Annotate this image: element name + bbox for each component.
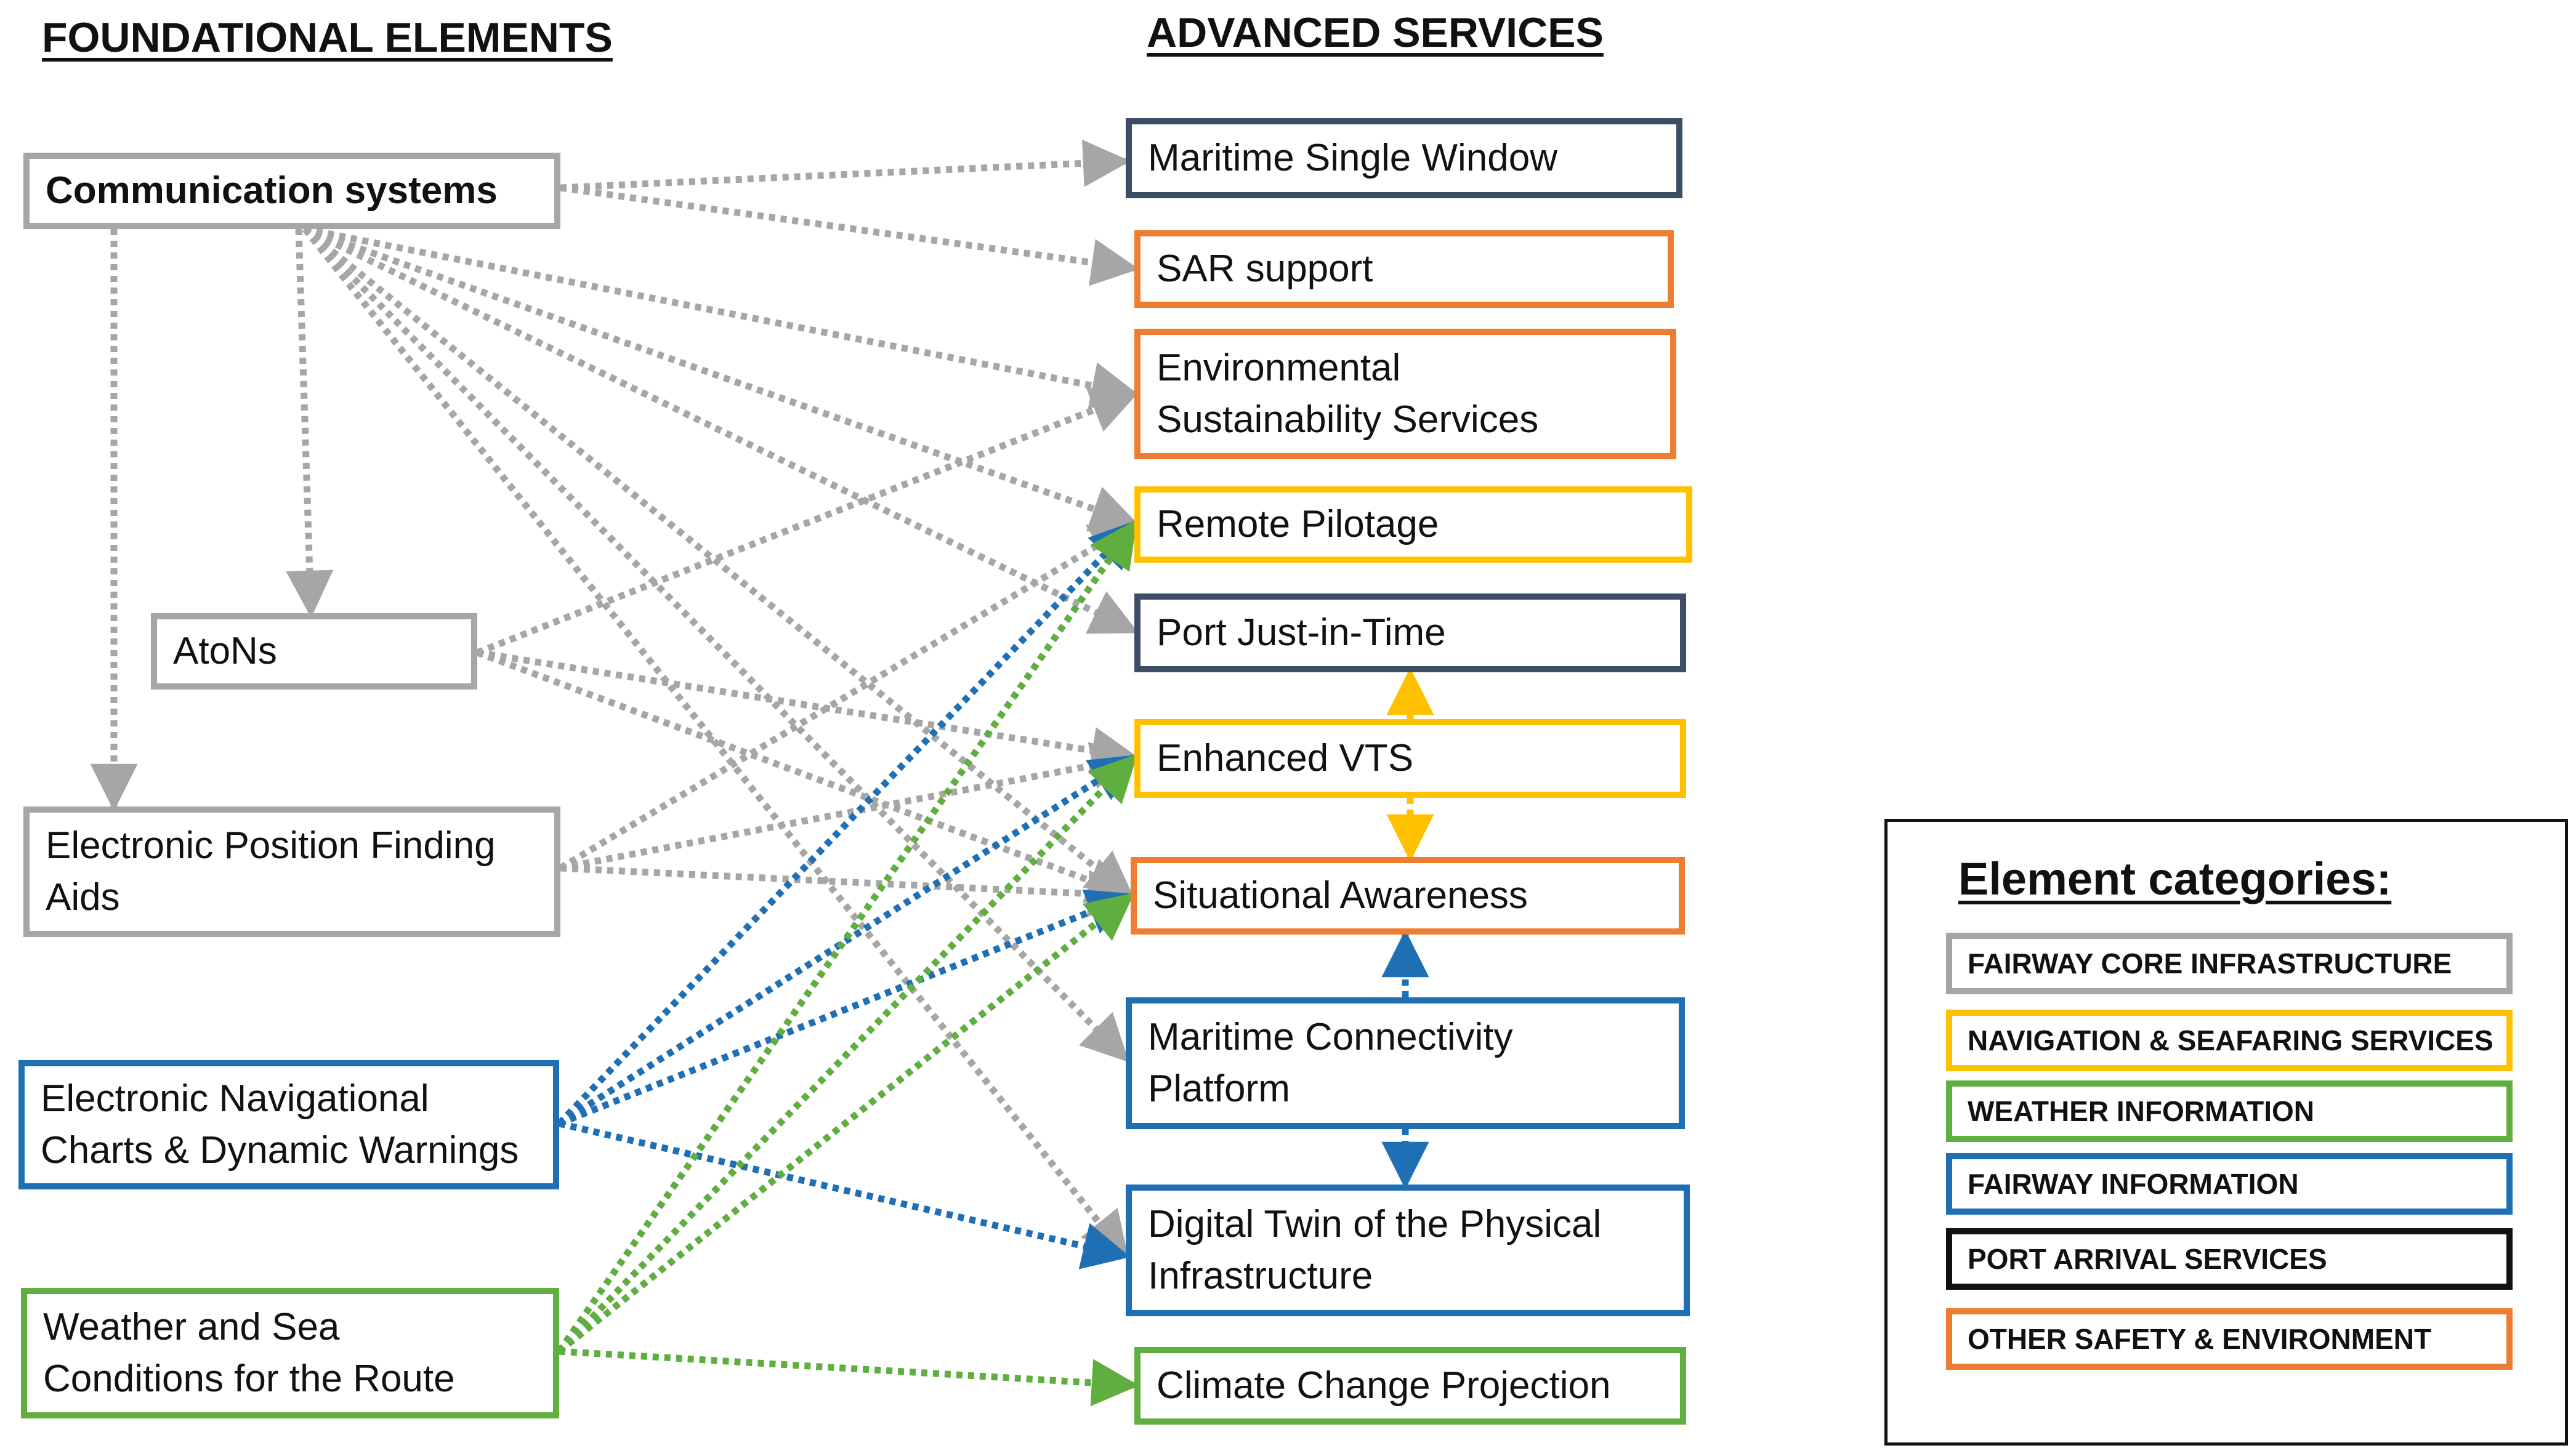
legend-item-weather-information: WEATHER INFORMATION <box>1946 1080 2513 1142</box>
connector-weather-to-sa <box>557 893 1135 1354</box>
connector-comm-to-pjit <box>303 226 1139 634</box>
legend-item-fairway-information: FAIRWAY INFORMATION <box>1946 1153 2513 1215</box>
node-label-line: Situational Awareness <box>1153 874 1528 917</box>
node-label-line: Port Just-in-Time <box>1157 611 1446 654</box>
node-port-just-in-time[interactable]: Port Just-in-Time <box>1134 593 1686 672</box>
advanced-services-heading: ADVANCED SERVICES <box>1147 9 1604 56</box>
legend-item-navigation-seafaring-services: NAVIGATION & SEAFARING SERVICES <box>1946 1010 2513 1071</box>
node-label-line: AtoNs <box>173 630 277 672</box>
node-weather-and-sea-conditions[interactable]: Weather and Sea Conditions for the Route <box>21 1288 559 1418</box>
node-label-line: Platform <box>1148 1068 1290 1110</box>
node-maritime-connectivity-platform[interactable]: Maritime Connectivity Platform <box>1126 997 1685 1129</box>
connector-comm-to-sar <box>560 184 1139 286</box>
node-label-line: Digital Twin of the Physical <box>1148 1203 1602 1245</box>
node-electronic-position-finding-aids[interactable]: Electronic Position Finding Aids <box>23 806 560 937</box>
connector-atons-to-env <box>475 387 1139 656</box>
node-label-line: Sustainability Services <box>1157 398 1539 441</box>
node-label-line: Maritime Connectivity <box>1148 1016 1513 1058</box>
legend-title: Element categories: <box>1958 853 2392 904</box>
node-communication-systems[interactable]: Communication systems <box>23 153 560 229</box>
connector-atons-to-evts <box>477 649 1139 774</box>
node-climate-change-projection[interactable]: Climate Change Projection <box>1134 1347 1686 1425</box>
connector-weather-to-rp <box>556 519 1137 1354</box>
foundational-elements-heading: FOUNDATIONAL ELEMENTS <box>42 14 613 61</box>
legend: Element categories: FAIRWAY CORE INFRAST… <box>1884 819 2568 1446</box>
connector-comm-to-mcp <box>302 227 1129 1063</box>
node-label-line: Infrastructure <box>1148 1255 1373 1297</box>
node-electronic-navigational-charts[interactable]: Electronic Navigational Charts & Dynamic… <box>18 1060 559 1189</box>
connector-epfa-to-rp <box>559 520 1139 871</box>
connector-enc-to-rp <box>557 520 1138 1126</box>
node-atons[interactable]: AtoNs <box>151 613 477 690</box>
connector-comm-to-rp <box>304 225 1139 532</box>
connector-comm-to-atons <box>286 228 334 618</box>
node-sar-support[interactable]: SAR support <box>1134 230 1674 308</box>
legend-item-label: FAIRWAY INFORMATION <box>1968 1168 2299 1200</box>
connector-comm-to-msw <box>560 139 1131 191</box>
connector-comm-to-env <box>304 225 1139 409</box>
node-label-line: Maritime Single Window <box>1148 137 1557 179</box>
legend-item-label: OTHER SAFETY & ENVIRONMENT <box>1968 1323 2432 1355</box>
node-remote-pilotage[interactable]: Remote Pilotage <box>1134 486 1692 563</box>
connector-enc-to-dt <box>558 1120 1131 1269</box>
connector-enc-to-sa <box>557 889 1136 1127</box>
node-label-line: Charts & Dynamic Warnings <box>41 1129 519 1172</box>
legend-item-label: NAVIGATION & SEAFARING SERVICES <box>1968 1024 2493 1056</box>
node-label-line: Communication systems <box>46 169 498 212</box>
legend-item-label: FAIRWAY CORE INFRASTRUCTURE <box>1968 947 2452 979</box>
node-label-line: SAR support <box>1157 247 1373 290</box>
node-label-line: Climate Change Projection <box>1157 1364 1611 1407</box>
node-digital-twin-physical-infrastructure[interactable]: Digital Twin of the Physical Infrastruct… <box>1126 1185 1690 1316</box>
node-label-line: Conditions for the Route <box>43 1357 455 1400</box>
legend-item-other-safety-environment: OTHER SAFETY & ENVIRONMENT <box>1946 1308 2513 1370</box>
node-maritime-single-window[interactable]: Maritime Single Window <box>1126 118 1682 198</box>
node-label-line: Enhanced VTS <box>1157 737 1414 779</box>
node-enhanced-vts[interactable]: Enhanced VTS <box>1134 719 1686 798</box>
legend-item-fairway-core-infrastructure: FAIRWAY CORE INFRASTRUCTURE <box>1946 933 2513 994</box>
connector-weather-to-ccp <box>559 1348 1139 1407</box>
node-label-line: Electronic Position Finding <box>46 824 496 867</box>
connector-epfa-to-evts <box>559 742 1139 872</box>
node-environmental-sustainability-services[interactable]: Environmental Sustainability Services <box>1134 329 1676 459</box>
connector-enc-to-evts <box>557 754 1139 1127</box>
node-label-line: Environmental <box>1157 347 1401 389</box>
node-label-line: Electronic Navigational <box>41 1077 429 1120</box>
connector-epfa-to-sa <box>560 864 1136 918</box>
node-label-line: Weather and Sea <box>43 1306 340 1348</box>
legend-item-label: PORT ARRIVAL SERVICES <box>1968 1243 2327 1275</box>
connector-weather-to-evts <box>557 754 1138 1354</box>
node-situational-awareness[interactable]: Situational Awareness <box>1131 857 1685 935</box>
connector-comm-to-dt <box>302 227 1129 1260</box>
node-label-line: Aids <box>46 876 120 919</box>
legend-item-port-arrival-services: PORT ARRIVAL SERVICES <box>1946 1228 2513 1290</box>
connector-comm-to-sa <box>302 226 1134 899</box>
legend-item-label: WEATHER INFORMATION <box>1968 1095 2315 1127</box>
node-label-line: Remote Pilotage <box>1157 503 1439 545</box>
